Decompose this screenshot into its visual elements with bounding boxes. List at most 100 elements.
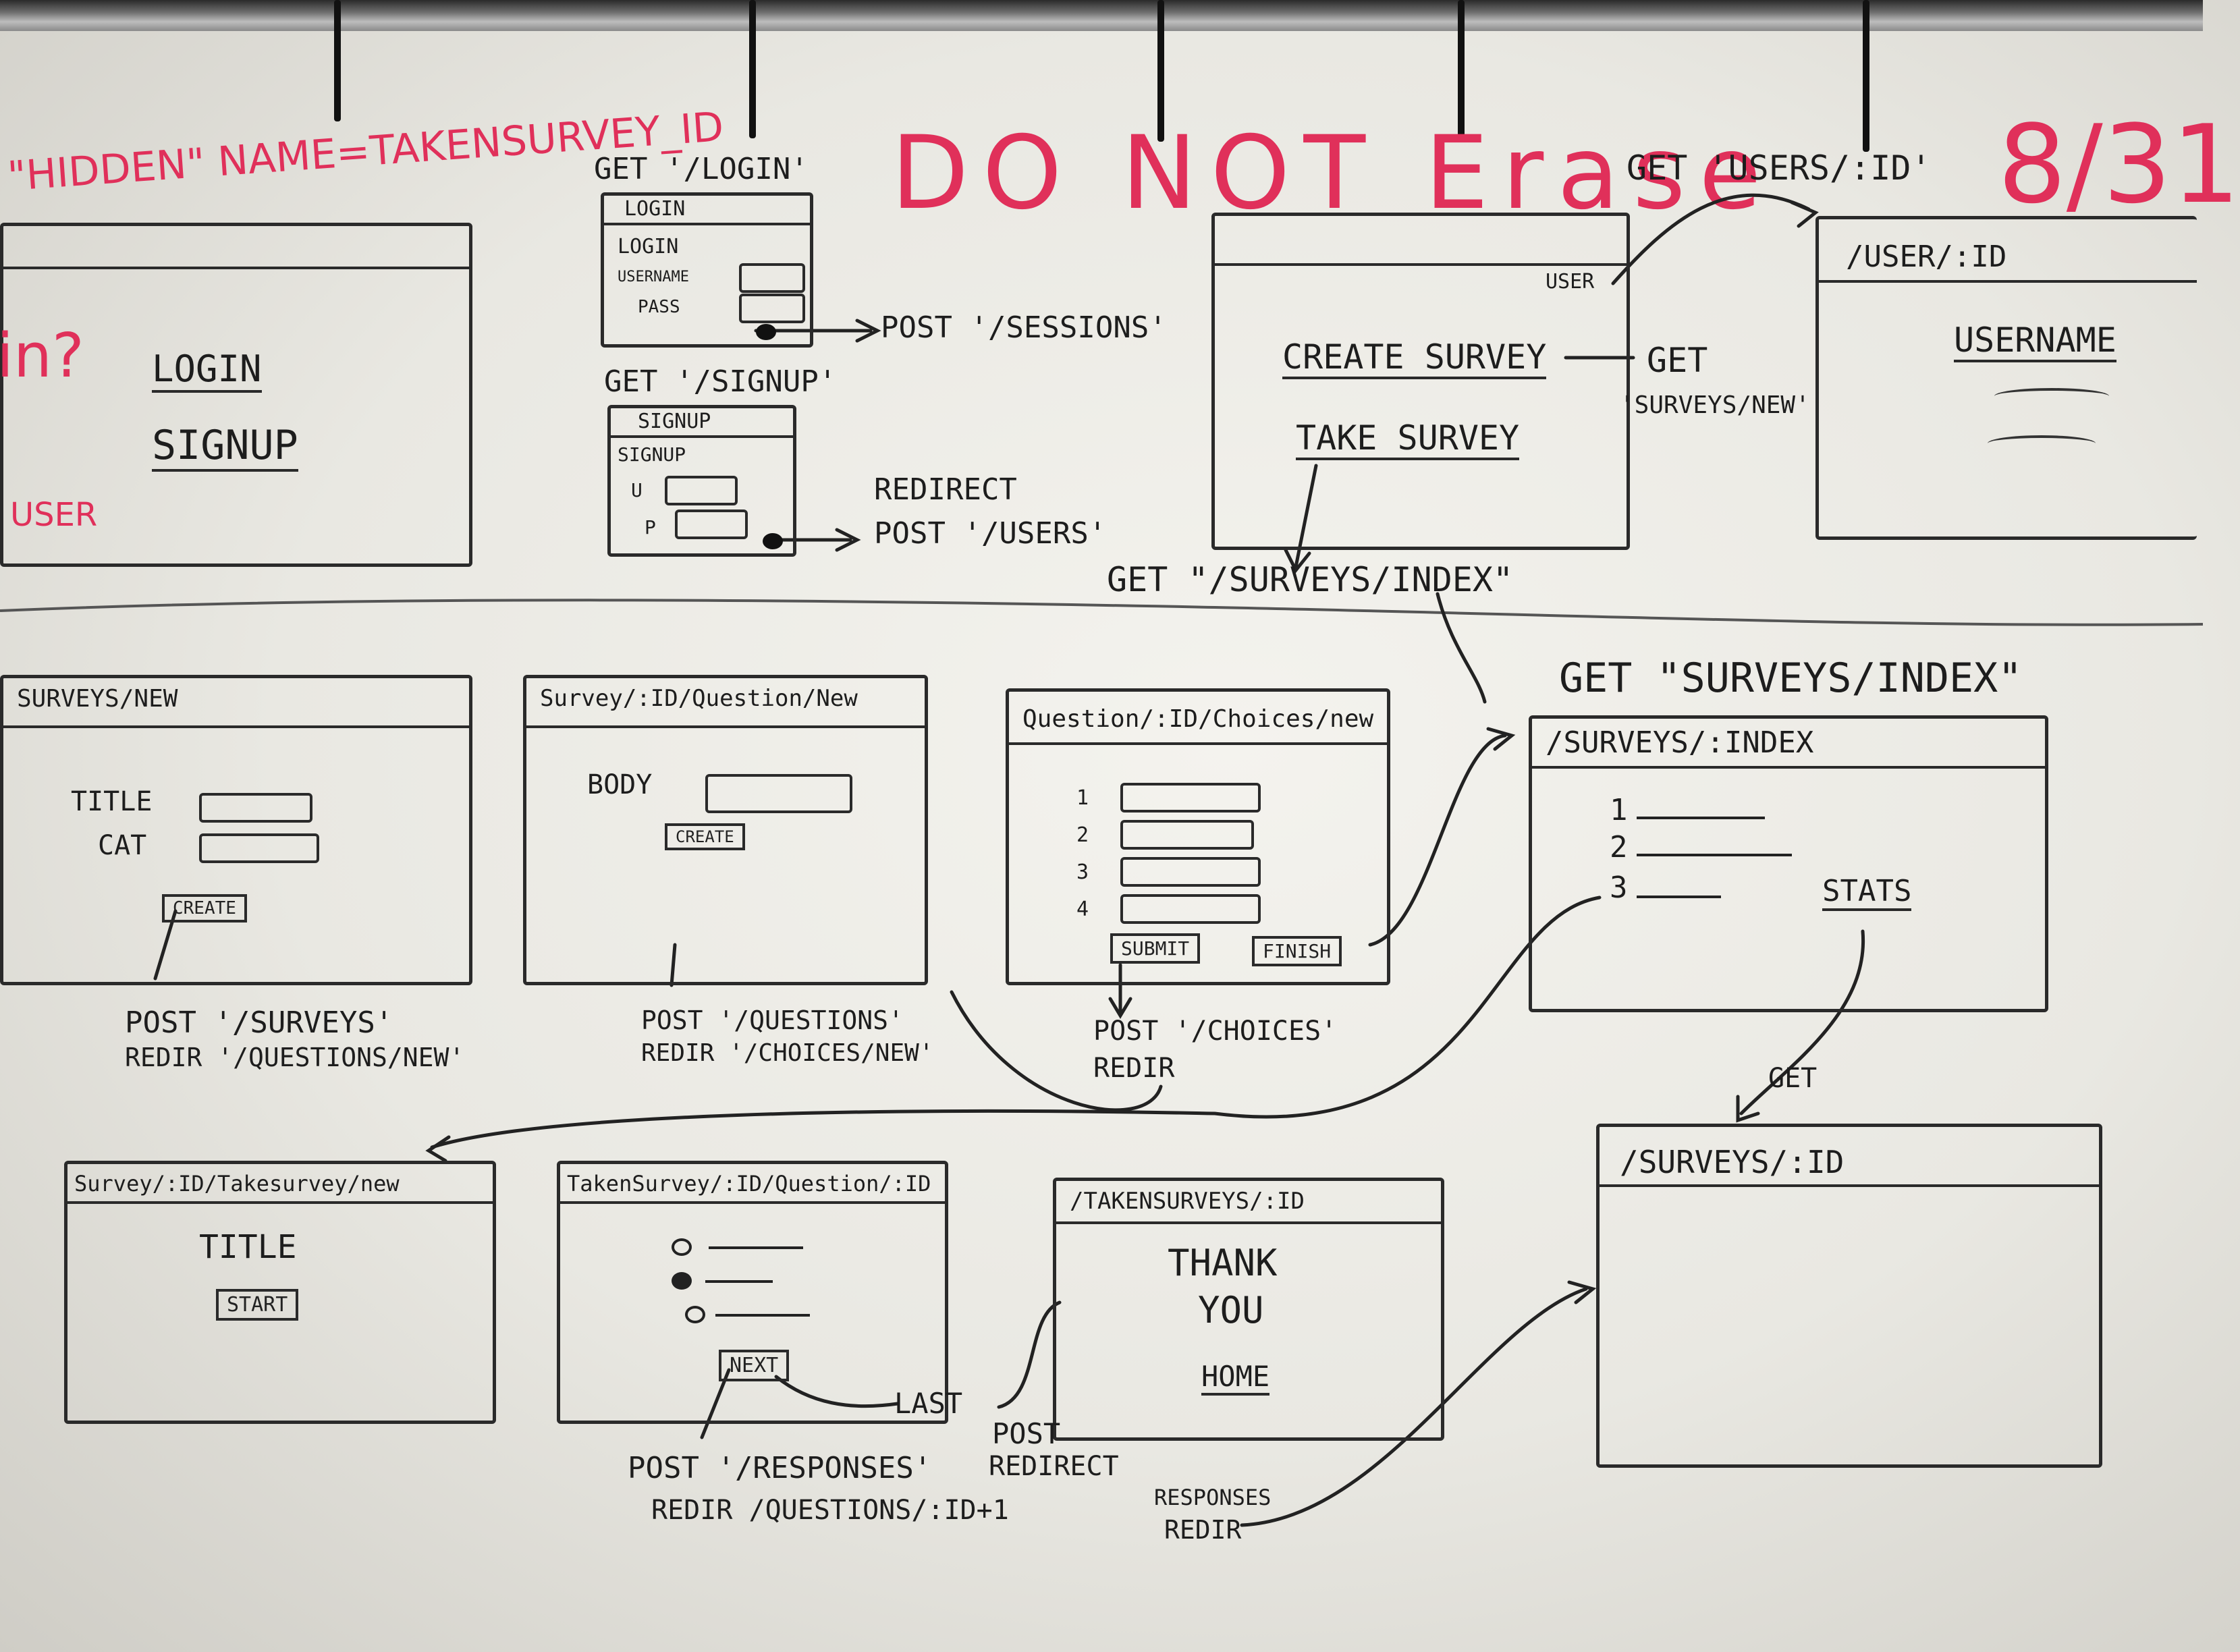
- choice-field[interactable]: [1120, 857, 1261, 887]
- survey-cat-field[interactable]: [199, 833, 319, 863]
- create-survey-link[interactable]: CREATE SURVEY: [1282, 337, 1547, 379]
- choices-finish-button[interactable]: FINISH: [1252, 936, 1342, 966]
- choices-submit-button[interactable]: SUBMIT: [1110, 933, 1201, 964]
- taken-redirect-label: REDIRECT: [989, 1451, 1119, 1482]
- choices-new-sketch: Question/:ID/Choices/new 1 2 3 4 SUBMIT …: [1006, 688, 1390, 985]
- survey-list-line[interactable]: [1637, 854, 1792, 856]
- choice-number: 4: [1076, 898, 1089, 921]
- taken-survey-sketch: /TAKENSURVEYS/:ID THANK YOU HOME: [1053, 1178, 1444, 1441]
- radio-option[interactable]: [672, 1238, 692, 1256]
- survey-list-number: 3: [1610, 871, 1628, 905]
- scribble-line: [1988, 435, 2096, 451]
- survey-list-number: 2: [1610, 830, 1628, 864]
- taken-survey-title: /TAKENSURVEYS/:ID: [1070, 1188, 1305, 1215]
- get-surveys-new-label: GET: [1647, 341, 1708, 380]
- survey-create-button[interactable]: CREATE: [162, 894, 247, 923]
- choice-number: 2: [1076, 823, 1089, 847]
- home-link[interactable]: HOME: [1201, 1360, 1270, 1396]
- choice-field[interactable]: [1120, 820, 1254, 850]
- post-responses-label: POST '/RESPONSES': [628, 1451, 932, 1485]
- post-questions-label: POST '/QUESTIONS': [641, 1006, 904, 1035]
- redir-questions-new-label: REDIR '/QUESTIONS/NEW': [125, 1043, 465, 1072]
- signup-p-label: P: [645, 516, 656, 539]
- login-route-label: GET '/LOGIN': [594, 152, 809, 186]
- post-sessions-label: POST '/SESSIONS': [881, 310, 1167, 345]
- signup-p-field[interactable]: [675, 510, 748, 539]
- thank-text: THANK: [1168, 1242, 1278, 1284]
- choice-field[interactable]: [1120, 783, 1261, 813]
- username-field[interactable]: [739, 263, 805, 293]
- get-user-label: GET 'USERS/:ID': [1627, 148, 1932, 188]
- get-surveys-index-label: GET "SURVEYS/INDEX": [1559, 655, 2023, 702]
- surveys-index-sketch: /SURVEYS/:INDEX 1 2 3 STATS: [1529, 715, 2048, 1012]
- question-body-label: BODY: [587, 769, 653, 800]
- choice-field[interactable]: [1120, 894, 1261, 924]
- login-submit-button[interactable]: [756, 324, 776, 340]
- user-home-sketch: USER CREATE SURVEY TAKE SURVEY: [1211, 213, 1630, 550]
- survey-cat-label: CAT: [98, 830, 147, 861]
- post-users-label: POST '/USERS': [874, 516, 1107, 551]
- survey-list-line[interactable]: [1637, 817, 1765, 819]
- get-index-label: GET "/SURVEYS/INDEX": [1107, 560, 1514, 599]
- option-line: [709, 1246, 803, 1249]
- radio-option[interactable]: [685, 1306, 705, 1323]
- next-button[interactable]: NEXT: [719, 1350, 790, 1381]
- username-label: USERNAME: [618, 269, 689, 285]
- signup-submit-button[interactable]: [763, 533, 783, 549]
- rail-clip: [1863, 0, 1869, 152]
- pass-field[interactable]: [739, 294, 805, 323]
- survey-new-sketch: SURVEYS/NEW TITLE CAT CREATE: [0, 675, 472, 985]
- get-survey-show-label: GET: [1768, 1063, 1818, 1094]
- question-create-button[interactable]: CREATE: [665, 823, 745, 850]
- taken-survey-question-title: TakenSurvey/:ID/Question/:ID: [567, 1171, 931, 1196]
- surveys-new-path-label: 'SURVEYS/NEW': [1620, 391, 1810, 419]
- take-survey-new-sketch: Survey/:ID/Takesurvey/new TITLE START: [64, 1161, 496, 1424]
- question-new-sketch: Survey/:ID/Question/New BODY CREATE: [523, 675, 928, 985]
- landing-user-note: USER: [10, 496, 98, 534]
- landing-signup-link[interactable]: SIGNUP: [152, 422, 298, 472]
- radio-option-selected[interactable]: [672, 1272, 692, 1290]
- choices-new-title: Question/:ID/Choices/new: [1022, 705, 1374, 733]
- responses-redir-label: REDIR: [1164, 1515, 1242, 1545]
- responses-label: RESPONSES: [1154, 1485, 1272, 1510]
- survey-title-label: TITLE: [71, 786, 153, 817]
- signup-u-label: U: [631, 479, 643, 501]
- login-form-title: LOGIN: [624, 197, 686, 221]
- option-line: [705, 1280, 773, 1283]
- post-choices-label: POST '/CHOICES': [1093, 1016, 1338, 1047]
- take-survey-start-button[interactable]: START: [216, 1289, 299, 1321]
- taken-post-label: POST: [992, 1417, 1061, 1450]
- rail-clip: [1157, 0, 1164, 142]
- survey-list-line[interactable]: [1637, 896, 1721, 898]
- signup-u-field[interactable]: [665, 476, 738, 505]
- take-survey-link[interactable]: TAKE SURVEY: [1296, 418, 1520, 460]
- choices-redir-label: REDIR: [1093, 1053, 1175, 1084]
- rail-clip: [334, 0, 341, 121]
- landing-login-link[interactable]: LOGIN: [152, 348, 262, 393]
- pass-label: PASS: [638, 297, 680, 317]
- stats-link[interactable]: STATS: [1822, 874, 1912, 911]
- last-label: LAST: [894, 1387, 963, 1420]
- question-body-field[interactable]: [705, 774, 852, 813]
- signup-form-sketch: SIGNUP SIGNUP U P: [607, 405, 796, 557]
- survey-show-title: /SURVEYS/:ID: [1620, 1144, 1845, 1180]
- you-text: YOU: [1198, 1289, 1264, 1331]
- choice-number: 1: [1076, 786, 1089, 810]
- landing-page-sketch: in? LOGIN SIGNUP USER: [0, 223, 472, 567]
- signup-heading: SIGNUP: [618, 443, 686, 466]
- rail-clip: [749, 0, 756, 138]
- scribble-line: [1994, 388, 2109, 404]
- survey-show-sketch: /SURVEYS/:ID: [1596, 1124, 2102, 1468]
- user-profile-title: /USER/:ID: [1846, 240, 2007, 274]
- date-note: 8/31: [1998, 101, 2240, 227]
- landing-side-note: in?: [0, 321, 84, 391]
- survey-title-field[interactable]: [199, 793, 312, 823]
- choice-number: 3: [1076, 860, 1089, 884]
- redir-next-question-label: REDIR /QUESTIONS/:ID+1: [651, 1495, 1009, 1526]
- surveys-index-title: /SURVEYS/:INDEX: [1546, 725, 1814, 760]
- user-profile-sketch: /USER/:ID USERNAME: [1815, 216, 2197, 540]
- redir-choices-new-label: REDIR '/CHOICES/NEW': [641, 1039, 934, 1067]
- signup-form-title: SIGNUP: [638, 410, 711, 433]
- user-nav-link[interactable]: USER: [1546, 270, 1595, 294]
